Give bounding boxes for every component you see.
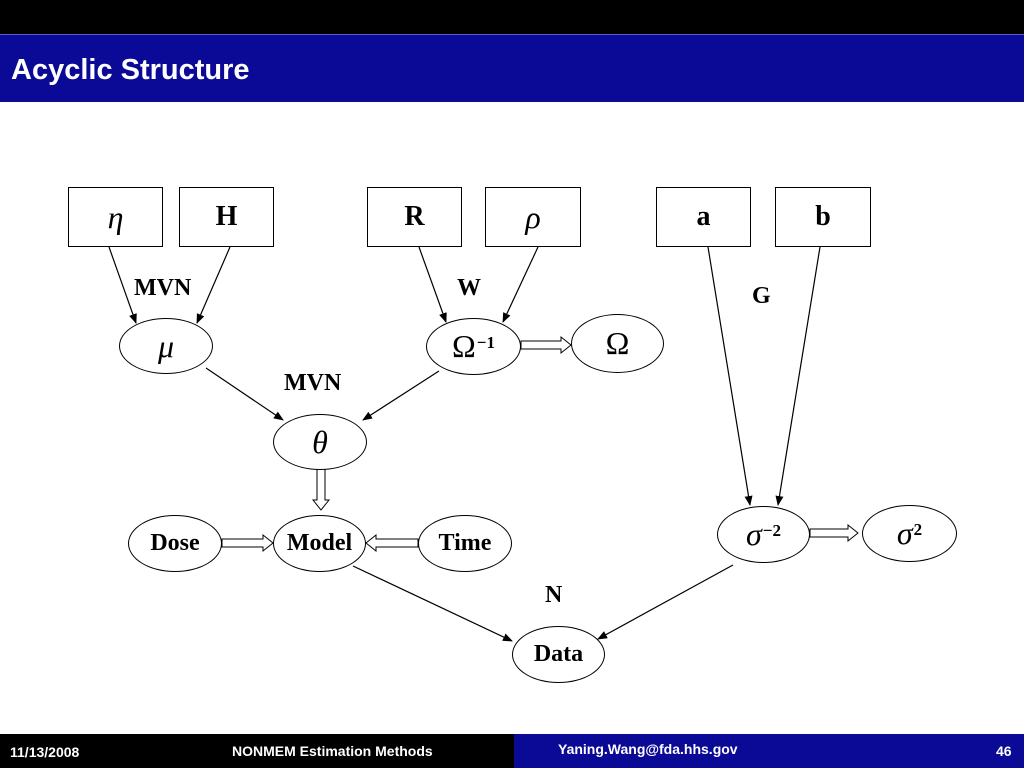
edge-model-data — [352, 565, 513, 642]
label-g: G — [752, 283, 771, 309]
edge-sigmainv-data — [597, 564, 734, 640]
edge-omegainv-theta — [362, 370, 440, 421]
label-n: N — [545, 582, 563, 608]
omega-inverse-symbol: Ω — [452, 328, 476, 364]
node-time: Time — [418, 515, 512, 572]
node-omega: Ω — [571, 314, 664, 373]
hollow-arrow-omegainv-omega — [520, 335, 572, 355]
hollow-arrow-theta-model — [311, 468, 331, 511]
footer-course: NONMEM Estimation Methods — [232, 743, 433, 759]
omega-inverse-exponent: −1 — [476, 332, 495, 352]
mu-symbol: μ — [157, 327, 175, 364]
node-r: R — [367, 187, 462, 247]
node-sigma-inverse: σ−2 — [717, 506, 810, 563]
footer-email: Yaning.Wang@fda.hhs.gov — [558, 741, 738, 757]
theta-symbol: θ — [312, 423, 328, 460]
data-label: Data — [533, 641, 584, 667]
h-label: H — [215, 201, 238, 232]
edge-b-sigmainv — [775, 246, 821, 506]
edge-a-sigmainv — [707, 246, 753, 506]
footer-left: 11/13/2008 NONMEM Estimation Methods — [0, 734, 514, 768]
edge-r-omegainv — [418, 246, 447, 323]
node-a: a — [656, 187, 751, 247]
sigma-inverse-symbol: σ — [746, 516, 762, 552]
footer-date: 11/13/2008 — [10, 744, 80, 760]
sigma-inverse-exponent: −2 — [762, 520, 781, 540]
node-rho: ρ — [485, 187, 581, 247]
node-mu: μ — [119, 318, 213, 374]
dose-label: Dose — [150, 530, 200, 556]
footer: 11/13/2008 NONMEM Estimation Methods Yan… — [0, 734, 1024, 768]
b-label: b — [815, 201, 831, 232]
footer-right: Yaning.Wang@fda.hhs.gov 46 — [514, 734, 1024, 768]
label-w: W — [457, 275, 481, 301]
top-bar — [0, 0, 1024, 34]
hollow-arrow-time-model — [365, 533, 419, 553]
node-dose: Dose — [128, 515, 222, 572]
edge-eta-mu — [108, 246, 137, 324]
hollow-arrow-dose-model — [221, 533, 274, 553]
edge-mu-theta — [205, 367, 284, 421]
edge-h-mu — [196, 246, 231, 324]
node-model: Model — [273, 515, 366, 572]
footer-page-number: 46 — [996, 743, 1012, 759]
model-label: Model — [286, 530, 353, 556]
slide-title: Acyclic Structure — [11, 54, 250, 86]
label-mvn-top: MVN — [134, 275, 192, 301]
sigma-squared-exponent: 2 — [913, 519, 923, 539]
node-b: b — [775, 187, 871, 247]
edge-rho-omegainv — [502, 246, 539, 323]
sigma-squared-symbol: σ — [896, 515, 913, 551]
node-eta: η — [68, 187, 163, 247]
time-label: Time — [438, 530, 492, 556]
label-mvn-mid: MVN — [284, 370, 342, 396]
hollow-arrow-sigmainv-sigmasq — [809, 523, 859, 543]
r-label: R — [404, 201, 425, 232]
omega-symbol: Ω — [605, 325, 630, 361]
a-label: a — [696, 201, 711, 232]
node-omega-inverse: Ω−1 — [426, 318, 521, 375]
eta-symbol: η — [107, 198, 124, 235]
title-bar: Acyclic Structure — [0, 34, 1024, 102]
node-data: Data — [512, 626, 605, 683]
node-theta: θ — [273, 414, 367, 470]
node-h: H — [179, 187, 274, 247]
rho-symbol: ρ — [525, 198, 541, 235]
